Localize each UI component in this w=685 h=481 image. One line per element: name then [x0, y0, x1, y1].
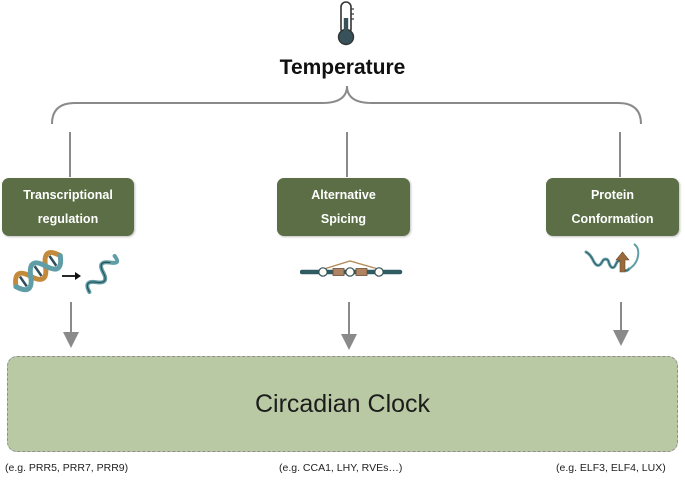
box-transcriptional-line1: Transcriptional — [23, 188, 113, 202]
circadian-clock-box: Circadian Clock — [7, 356, 678, 452]
brace — [51, 85, 642, 125]
thermometer-icon — [337, 1, 355, 46]
box-protein-line2: Conformation — [571, 212, 654, 226]
box-protein-line1: Protein — [590, 188, 635, 202]
box-alternative-splicing: Alternative Spicing — [277, 178, 410, 236]
examples-splicing: (e.g. CCA1, LHY, RVEs…) — [279, 462, 403, 474]
box-alternative-line2: Spicing — [320, 212, 367, 226]
examples-transcriptional: (e.g. PRR5, PRR7, PRR9) — [5, 462, 129, 474]
splicing-icon — [300, 260, 403, 277]
protein-conformation-icon — [584, 243, 640, 273]
dna-unwinding-icon — [13, 250, 120, 295]
box-transcriptional-line2: regulation — [37, 212, 99, 226]
box-protein-conformation: Protein Conformation — [546, 178, 679, 236]
box-alternative-line1: Alternative — [311, 188, 376, 202]
circadian-clock-label: Circadian Clock — [254, 389, 431, 418]
box-transcriptional-regulation: Transcriptional regulation — [2, 178, 134, 236]
examples-protein: (e.g. ELF3, ELF4, LUX) — [556, 462, 666, 474]
diagram-title: Temperature — [279, 56, 406, 79]
